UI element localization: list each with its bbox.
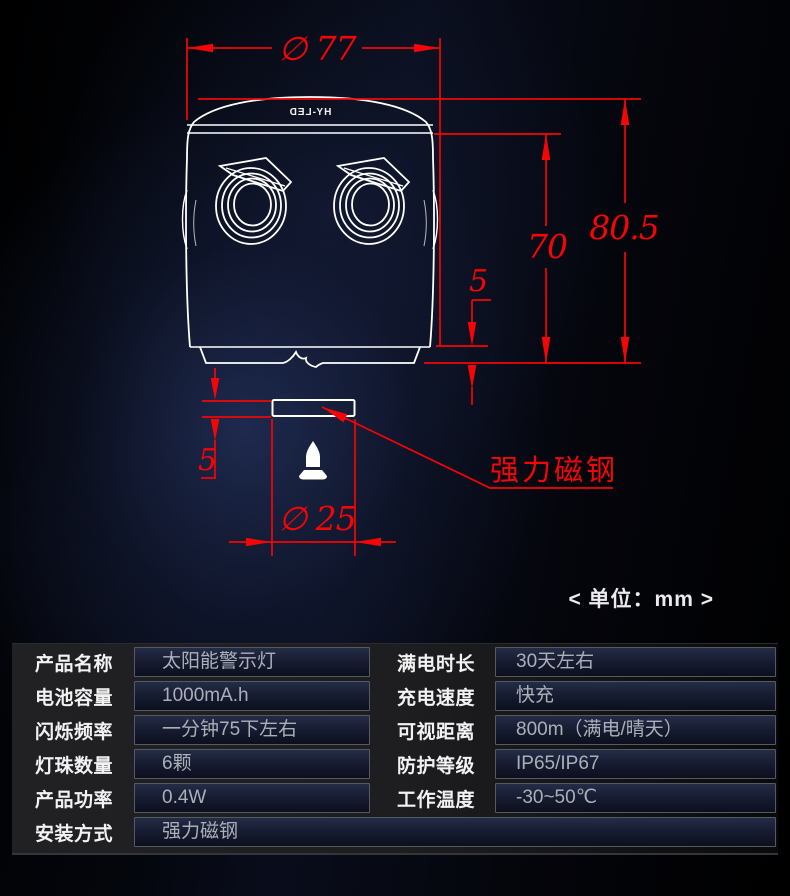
spec-label: 闪烁频率 (35, 721, 114, 743)
right-lens (333, 167, 405, 245)
spec-row: 闪烁频率 一分钟75下左右 (35, 715, 776, 745)
dim-height-70: 70 (527, 227, 567, 266)
spec-value: 一分钟75下左右 (134, 715, 370, 745)
unit-note: < 单位：mm > (568, 588, 714, 611)
spec-label: 灯珠数量 (35, 755, 114, 777)
spec-value: 强力磁钢 (134, 817, 776, 847)
spec-row: 产品功率 0.4W (35, 783, 776, 813)
spec-row: 安装方式 强力磁钢 (35, 817, 776, 847)
spec-label: 产品功率 (35, 789, 114, 811)
magnet-disc (271, 399, 356, 417)
spec-label: 防护等级 (397, 755, 476, 777)
brand-logo-mirrored: HY-LED (289, 107, 332, 118)
spec-value: -30~50℃ (495, 783, 776, 813)
spec-value: 快充 (495, 681, 776, 711)
spec-label: 安装方式 (35, 823, 114, 845)
spec-column-left: 产品名称 太阳能警示灯 电池容量 1000mA.h 闪烁频率 一分钟75下左右 … (35, 647, 776, 847)
warning-light-outline (181, 96, 439, 368)
spec-label: 产品名称 (35, 653, 114, 675)
screw-icon (299, 441, 327, 480)
spec-column-right: 满电时长 30天左右 充电速度 快充 可视距离 800m（满电/晴天） 防护等级… (397, 647, 776, 813)
spec-table: 产品名称 太阳能警示灯 电池容量 1000mA.h 闪烁频率 一分钟75下左右 … (12, 643, 778, 855)
spec-row: 产品名称 太阳能警示灯 (35, 647, 776, 677)
dim-magnet-thickness-5: 5 (198, 443, 216, 478)
spec-label: 电池容量 (35, 687, 114, 709)
spec-value: 30天左右 (495, 647, 776, 677)
spec-row: 工作温度 -30~50℃ (397, 783, 776, 813)
spec-row: 满电时长 30天左右 (397, 647, 776, 677)
spec-row: 可视距离 800m（满电/晴天） (397, 715, 776, 745)
spec-value: 太阳能警示灯 (134, 647, 370, 677)
spec-label: 满电时长 (397, 653, 476, 675)
spec-value: 0.4W (134, 783, 370, 813)
left-lens (215, 167, 287, 245)
spec-row: 防护等级 IP65/IP67 (397, 749, 776, 779)
dimension-arrows (187, 43, 630, 547)
dimension-lines (186, 38, 641, 556)
dim-diameter-77: ∅ 77 (278, 29, 356, 68)
spec-row: 充电速度 快充 (397, 681, 776, 711)
right-lens-visor (335, 157, 411, 193)
spec-value: 1000mA.h (134, 681, 370, 711)
magnet-callout-label: 强力磁钢 (490, 453, 618, 487)
dim-diameter-25: ∅ 25 (278, 499, 355, 538)
spec-value: IP65/IP67 (495, 749, 776, 779)
spec-label: 可视距离 (397, 721, 476, 743)
spec-label: 充电速度 (397, 687, 476, 709)
spec-value: 6颗 (134, 749, 370, 779)
product-dimension-drawing: HY-LED (181, 29, 660, 556)
dim-height-80-5: 80.5 (589, 208, 658, 247)
spec-row: 电池容量 1000mA.h (35, 681, 776, 711)
spec-value: 800m（满电/晴天） (495, 715, 776, 745)
spec-row: 灯珠数量 6颗 (35, 749, 776, 779)
spec-label: 工作温度 (397, 789, 476, 811)
dim-step-5: 5 (469, 264, 487, 299)
left-lens-visor (217, 157, 293, 193)
